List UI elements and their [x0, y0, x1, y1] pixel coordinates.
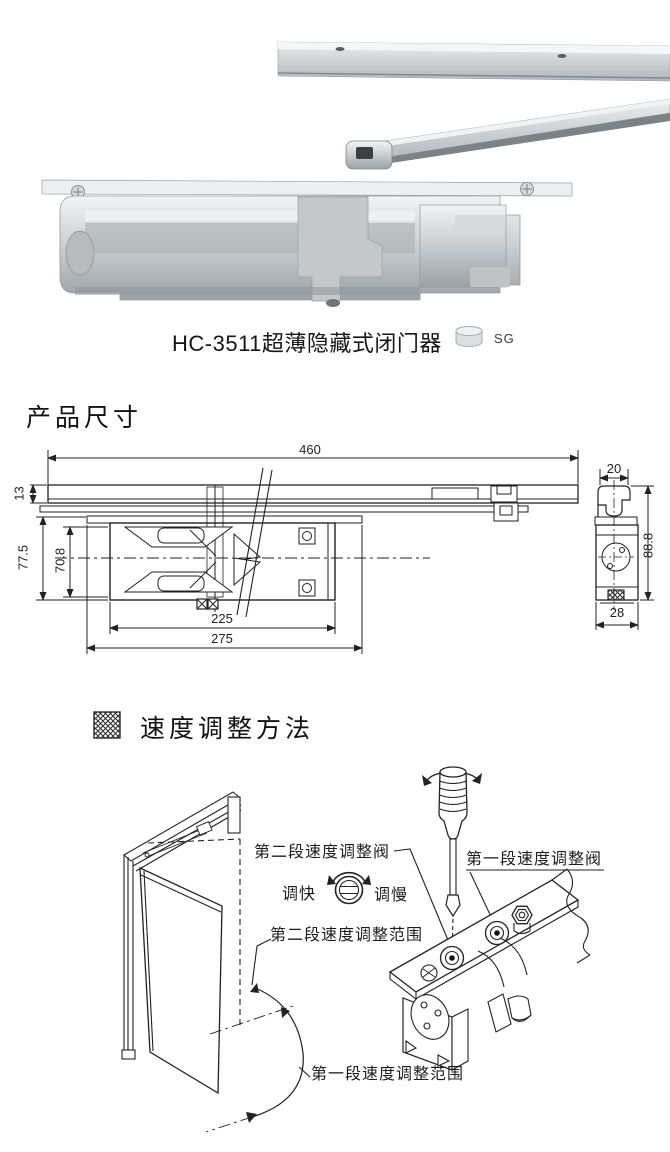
crosshatch-square-icon [93, 711, 121, 739]
dimension-drawing: 460 20 13 77.5 70.8 225 275 88.8 28 [0, 440, 670, 675]
closer-arm [345, 98, 670, 170]
speed-illustration: 第二段速度调整阀 第一段速度调整阀 调快 调慢 第二段速度调整范围 第一段速度调… [0, 755, 670, 1152]
slide-channel [277, 41, 670, 82]
dim-label-460: 460 [299, 442, 321, 457]
closer-body-3d [388, 868, 591, 1071]
silver-cylinder-icon [455, 326, 483, 347]
dim-label-13: 13 [11, 486, 27, 501]
speed-illustration-lines [121, 766, 604, 1133]
finish-code-label: SG [494, 331, 515, 346]
open-door-panel [139, 866, 223, 1095]
dim-label-28: 28 [609, 605, 625, 620]
break-lines [236, 467, 273, 618]
door-closer-photo-image [41, 41, 670, 307]
dim-label-20: 20 [606, 461, 622, 476]
speed-heading: 速度调整方法 [140, 715, 315, 743]
turn-slower-label: 调慢 [374, 887, 409, 904]
dim-label-275: 275 [211, 631, 233, 646]
dim-channel-height [29, 484, 47, 504]
channel-plan-view [47, 484, 579, 504]
swing-arc [205, 983, 304, 1133]
closed-door-dashed [147, 838, 241, 1028]
closer-body [59, 195, 521, 307]
dim-label-77-5: 77.5 [15, 544, 31, 571]
dimensions-heading: 产品尺寸 [26, 404, 143, 432]
first-stage-valve-label: 第一段速度调整阀 [466, 851, 603, 868]
arm-plan-view [39, 502, 529, 522]
side-view [594, 469, 654, 630]
dim-overall-height [36, 516, 108, 601]
speed-dial-icon [327, 871, 371, 905]
turn-faster-label: 调快 [282, 886, 317, 903]
door-frame [121, 791, 242, 1060]
product-photo [0, 15, 670, 315]
dim-label-88-8: 88.8 [640, 532, 656, 559]
second-stage-range-label: 第二段速度调整范围 [270, 927, 424, 944]
product-title: HC-3511超薄隐藏式闭门器 [172, 331, 442, 356]
dim-overall-length [47, 450, 579, 484]
dimension-drawing-lines [29, 450, 654, 654]
first-stage-range-label: 第一段速度调整范围 [311, 1066, 465, 1083]
dim-label-225: 225 [211, 611, 233, 626]
body-plan-view [86, 485, 363, 612]
concealed-arm-sketch [142, 821, 213, 858]
second-stage-valve-label: 第二段速度调整阀 [254, 844, 391, 861]
dim-bottom-lengths [86, 525, 363, 654]
mounting-plate [41, 179, 573, 199]
screwdriver-icon [422, 766, 482, 954]
dim-label-70-8: 70.8 [52, 547, 68, 574]
